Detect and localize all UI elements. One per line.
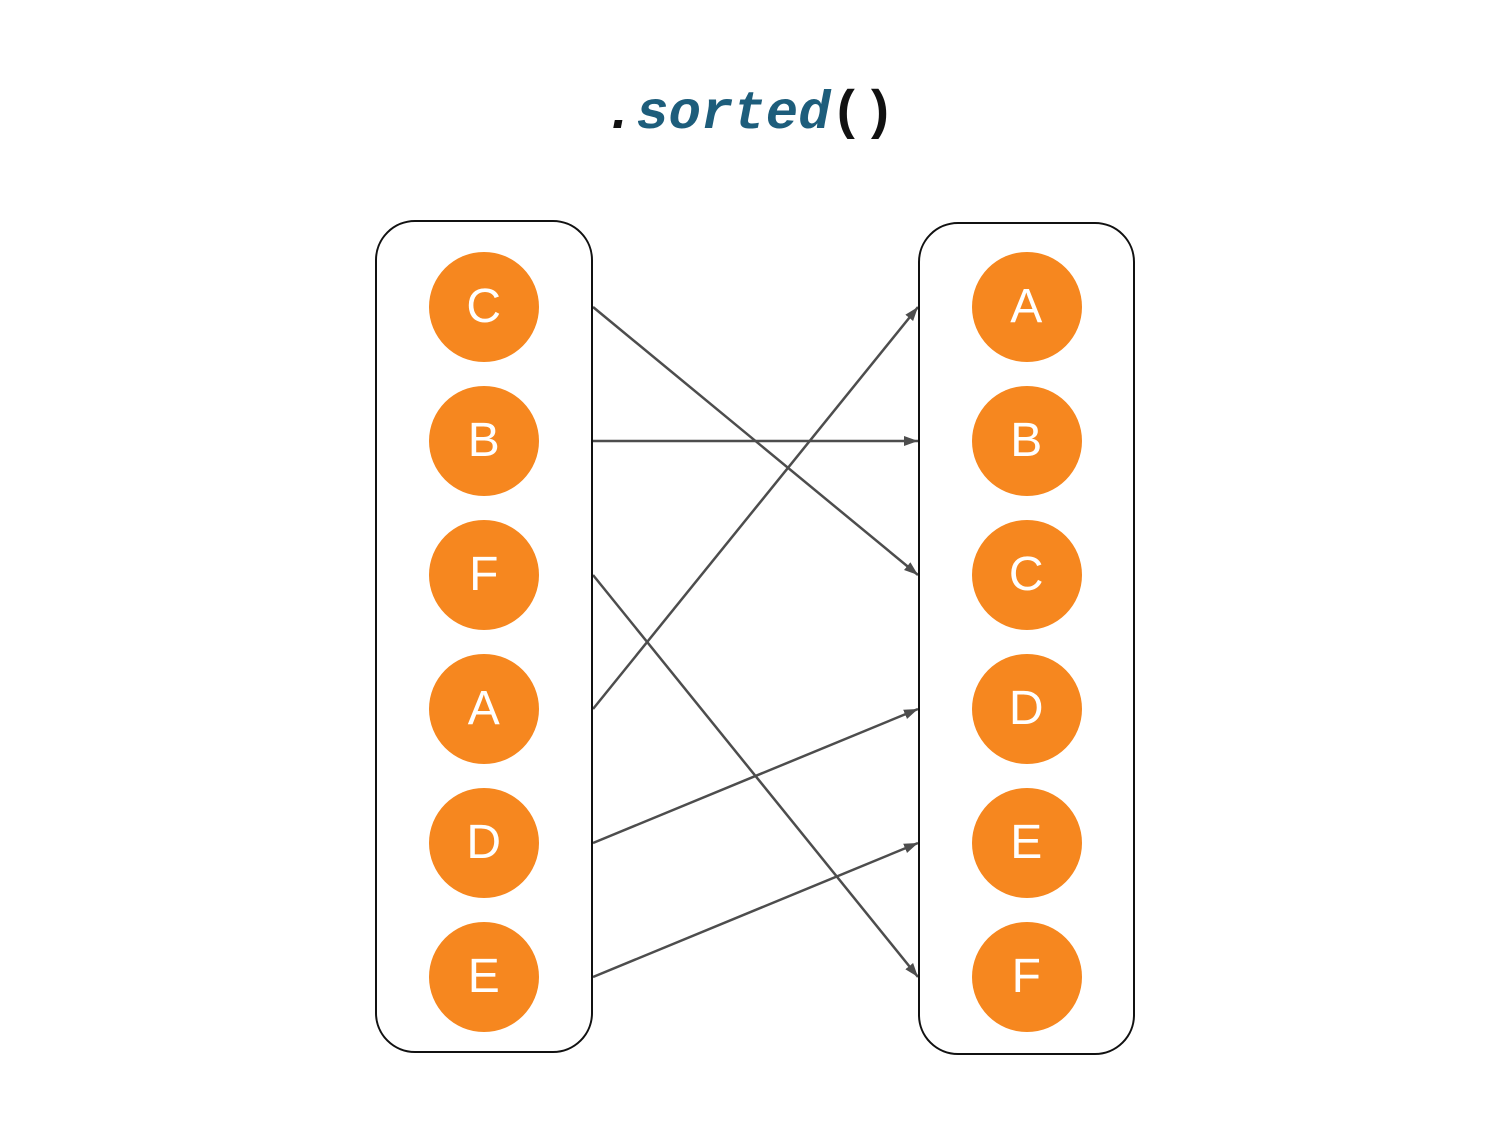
- arrow-F-to-F: [592, 574, 919, 978]
- sorted-node-C: C: [971, 519, 1082, 630]
- unsorted-node-D: D: [429, 787, 539, 898]
- arrow-A-to-A: [592, 306, 919, 710]
- unsorted-node-E: E: [429, 921, 539, 1032]
- sorted-node-E: E: [971, 787, 1082, 898]
- sorted-node-F: F: [971, 921, 1082, 1032]
- sorted-node-A: A: [971, 251, 1082, 362]
- sorted-node-B: B: [971, 385, 1082, 496]
- arrow-D-to-D: [592, 707, 919, 845]
- unsorted-node-A: A: [429, 653, 539, 764]
- unsorted-node-B: B: [429, 385, 539, 496]
- arrow-C-to-C: [592, 306, 919, 576]
- title-parens: (): [830, 84, 896, 145]
- title-method-name: sorted: [636, 84, 831, 145]
- title-dot: .: [603, 84, 637, 145]
- diagram-title: .sorted(): [0, 88, 1499, 142]
- arrow-E-to-E: [592, 841, 919, 979]
- unsorted-node-C: C: [429, 251, 539, 362]
- sorted-node-D: D: [971, 653, 1082, 764]
- unsorted-node-F: F: [429, 519, 539, 630]
